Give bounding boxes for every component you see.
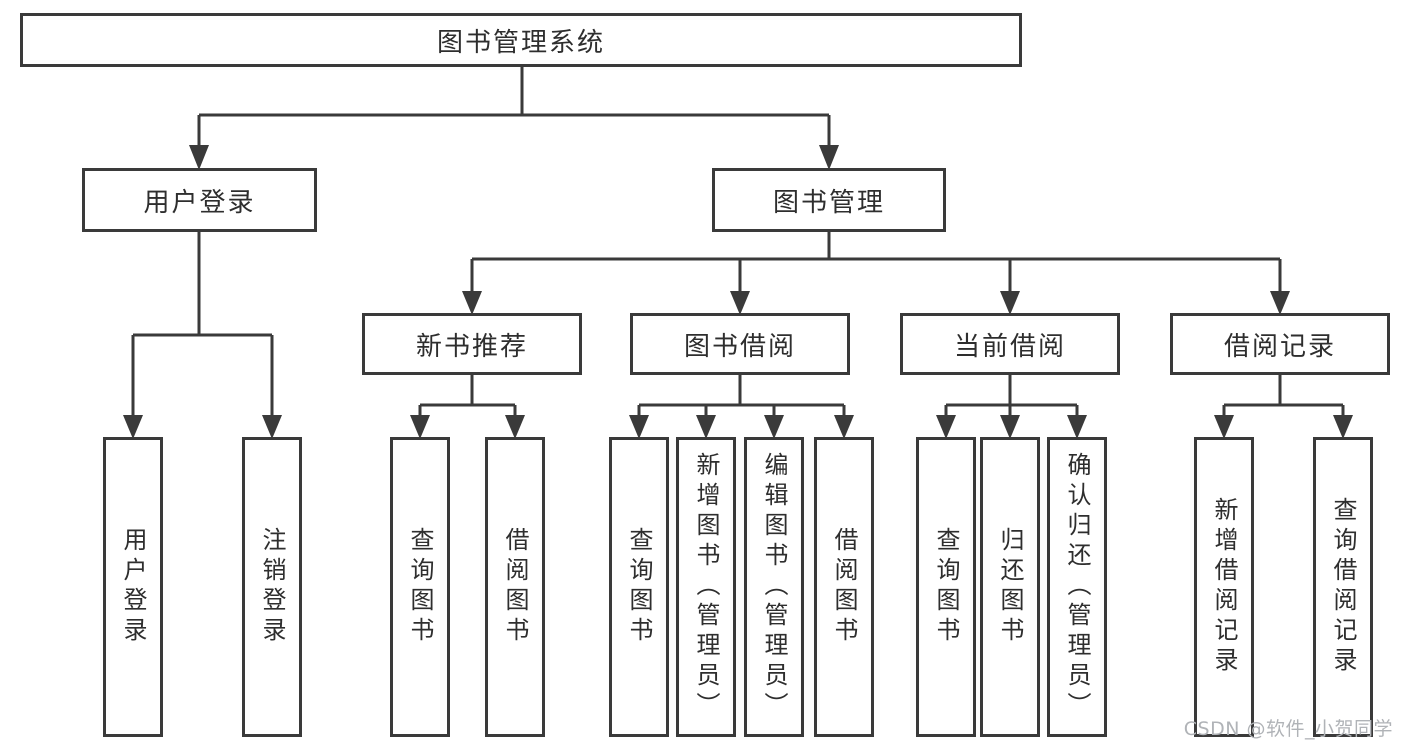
arrow-down-icon [834, 415, 854, 439]
leaf-query-books-current: 查询图书 [916, 437, 976, 737]
watermark: CSDN @软件_小贺同学 [1183, 718, 1393, 740]
arrow-down-icon [819, 145, 839, 170]
connector-borrowing-records [1222, 374, 1345, 421]
arrow-down-icon [1214, 415, 1234, 439]
node-book-borrowing: 图书借阅 [630, 313, 850, 375]
arrow-down-icon [505, 415, 525, 439]
arrow-down-icon [1067, 415, 1087, 439]
connector-root [197, 66, 831, 150]
connector-current-borrowing [944, 374, 1079, 421]
arrow-down-icon [262, 415, 282, 439]
leaf-logout: 注销登录 [242, 437, 302, 737]
arrow-down-icon [462, 291, 482, 315]
arrow-down-icon [1000, 291, 1020, 315]
leaf-query-books-recommend: 查询图书 [390, 437, 450, 737]
arrow-down-icon [410, 415, 430, 439]
arrow-down-icon [123, 415, 143, 439]
arrow-down-icon [1000, 415, 1020, 439]
arrow-down-icon [696, 415, 716, 439]
leaf-add-borrow-record: 新增借阅记录 [1194, 437, 1254, 737]
leaf-query-borrow-record: 查询借阅记录 [1313, 437, 1373, 737]
leaf-add-books-admin: 新增图书（管理员） [676, 437, 736, 737]
connector-book-management [470, 231, 1282, 295]
leaf-query-books-borrowing: 查询图书 [609, 437, 669, 737]
node-user-login: 用户登录 [82, 168, 317, 232]
connector-new-book-recommend [418, 374, 517, 421]
node-book-management: 图书管理 [712, 168, 946, 232]
arrow-down-icon [1270, 291, 1290, 315]
node-new-book-recommend: 新书推荐 [362, 313, 582, 375]
leaf-return-books: 归还图书 [980, 437, 1040, 737]
arrow-down-icon [936, 415, 956, 439]
arrow-down-icon [764, 415, 784, 439]
connector-book-borrowing [637, 374, 846, 421]
arrowheads [123, 145, 1353, 439]
leaf-borrow-books-borrowing: 借阅图书 [814, 437, 874, 737]
node-library-system: 图书管理系统 [20, 13, 1022, 67]
arrow-down-icon [730, 291, 750, 315]
leaf-edit-books-admin: 编辑图书（管理员） [744, 437, 804, 737]
connector-user-login [131, 231, 274, 420]
node-borrowing-records: 借阅记录 [1170, 313, 1390, 375]
leaf-user-login: 用户登录 [103, 437, 163, 737]
arrow-down-icon [189, 145, 209, 170]
arrow-down-icon [1333, 415, 1353, 439]
leaf-confirm-return-admin: 确认归还（管理员） [1047, 437, 1107, 737]
leaf-borrow-books-recommend: 借阅图书 [485, 437, 545, 737]
node-current-borrowing: 当前借阅 [900, 313, 1120, 375]
arrow-down-icon [629, 415, 649, 439]
